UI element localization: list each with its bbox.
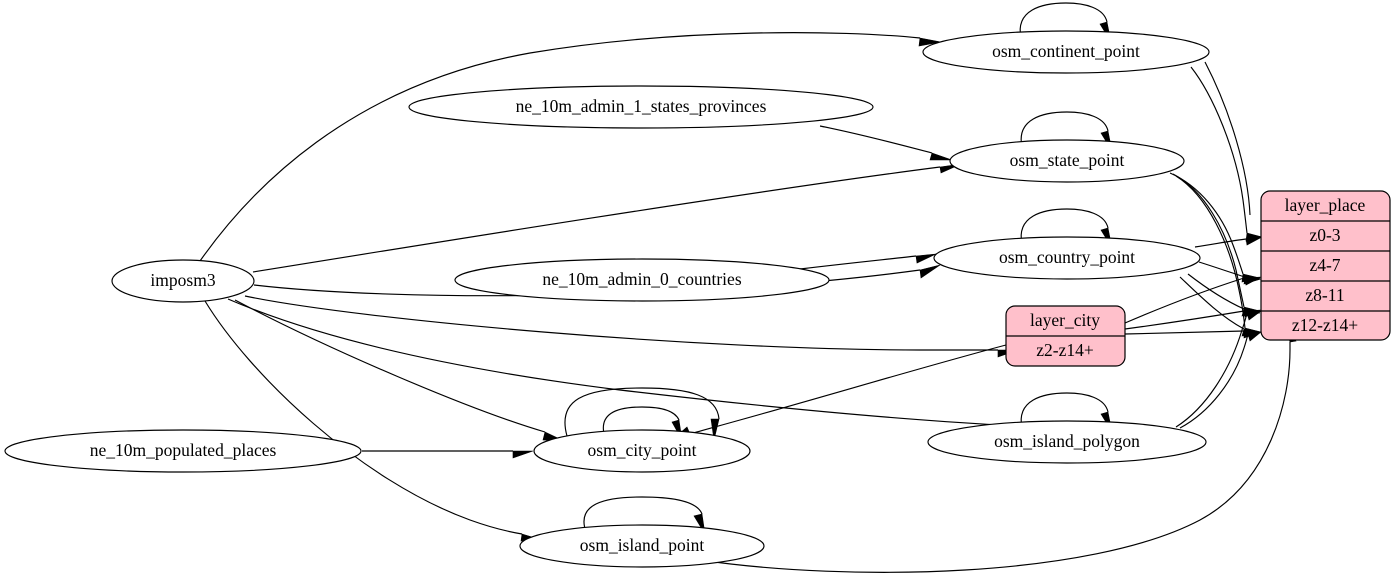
arrowhead-icon xyxy=(512,450,534,459)
edge-imposm3-to-osm_city_point xyxy=(234,299,546,433)
arrowhead-icon xyxy=(918,37,942,47)
node-imposm3[interactable]: imposm3 xyxy=(111,259,255,303)
arrowhead-icon xyxy=(1243,276,1262,286)
selfloop-osm_city_point-outer xyxy=(564,387,720,437)
edge-osm_country_point-to-layer_place-z0-3 xyxy=(1194,238,1247,248)
edge-imposm3-to-layer_city xyxy=(244,295,998,351)
layer_place-row-z0-3[interactable]: z0-3 xyxy=(1309,225,1340,245)
node-ne_10m_admin_1_states_provinces[interactable]: ne_10m_admin_1_states_provinces xyxy=(408,85,874,129)
node-layer: imposm3 ne_10m_admin_1_states_provinces … xyxy=(4,30,1210,568)
arrowhead-icon xyxy=(1245,236,1263,246)
arrowhead-icon xyxy=(1247,331,1263,342)
ne_10m_admin_0_countries-label: ne_10m_admin_0_countries xyxy=(542,269,741,289)
osm_state_point-ellipse[interactable] xyxy=(949,139,1185,183)
selfloop-osm_city_point-inner xyxy=(602,406,680,435)
osm_continent_point-ellipse[interactable] xyxy=(922,30,1210,74)
layer_place-box[interactable] xyxy=(1260,190,1391,341)
node-ne_10m_populated_places[interactable]: ne_10m_populated_places xyxy=(4,429,362,473)
osm_country_point-label: osm_country_point xyxy=(999,247,1135,267)
record-node-layer: layer_place z0-3 z4-7 z8-11 z12-z14+ lay… xyxy=(1005,190,1391,367)
osm_island_point-ellipse[interactable] xyxy=(519,524,765,568)
ne_10m_admin_0_countries-ellipse[interactable] xyxy=(454,258,830,302)
arrowhead-icon xyxy=(710,418,720,441)
arrowhead-icon xyxy=(919,264,941,279)
edge-layer_city-to-layer_place-z12-z14+ xyxy=(1124,330,1245,335)
selfloop-osm_island_polygon xyxy=(1020,392,1109,429)
osm_island_polygon-label: osm_island_polygon xyxy=(994,431,1140,451)
ne_10m_populated_places-ellipse[interactable] xyxy=(4,429,362,473)
edge-layer_city-to-osm_city_point xyxy=(689,344,1007,435)
arrowhead-icon xyxy=(1246,310,1262,321)
ne_10m_admin_1_states_provinces-label: ne_10m_admin_1_states_provinces xyxy=(516,96,767,116)
node-osm_city_point[interactable]: osm_city_point xyxy=(533,429,751,473)
arrowhead-icon xyxy=(929,152,953,161)
record-node-layer_city[interactable]: layer_city z2-z14+ xyxy=(1005,305,1126,367)
edge-osm_state_point-to-layer_place-z8-11 xyxy=(1172,173,1245,308)
osm_city_point-label: osm_city_point xyxy=(588,440,697,460)
layer_city-row-z2-z14plus[interactable]: z2-z14+ xyxy=(1036,340,1094,360)
selfloop-osm_island_point xyxy=(583,496,703,533)
layer_place-row-z12-z14plus[interactable]: z12-z14+ xyxy=(1292,315,1358,335)
edge-osm_island_polygon-to-layer_place-z8-11 xyxy=(1175,312,1248,428)
arrowhead-icon xyxy=(915,253,937,264)
edge-osm_country_point-to-layer_place-z4-7 xyxy=(1198,261,1246,278)
edge-osm_country_point-to-layer_place-z8-11 xyxy=(1187,273,1245,310)
osm_island_polygon-ellipse[interactable] xyxy=(927,420,1207,464)
edge-layer_city-to-layer_place-z8-11 xyxy=(1124,310,1245,330)
selfloop-osm_continent_point xyxy=(1019,2,1108,39)
edge-osm_continent_point-right-curve xyxy=(1204,61,1251,216)
osm_continent_point-label: osm_continent_point xyxy=(992,41,1140,61)
edge-layer xyxy=(199,2,1297,573)
imposm3-label: imposm3 xyxy=(150,270,215,290)
layer_city-title: layer_city xyxy=(1030,310,1100,330)
osm_state_point-label: osm_state_point xyxy=(1010,150,1125,170)
imposm3-ellipse[interactable] xyxy=(111,259,255,303)
node-osm_island_point[interactable]: osm_island_point xyxy=(519,524,765,568)
edge-layer_city-to-layer_place-z4-7 xyxy=(1124,277,1245,324)
edge-osm_state_point-to-layer_place-z12-z14+ xyxy=(1175,175,1246,329)
selfloop-osm_country_point xyxy=(1020,208,1109,245)
layer_place-row-z4-7[interactable]: z4-7 xyxy=(1309,255,1340,275)
osm_country_point-ellipse[interactable] xyxy=(933,236,1201,280)
node-osm_country_point[interactable]: osm_country_point xyxy=(933,236,1201,280)
node-osm_continent_point[interactable]: osm_continent_point xyxy=(922,30,1210,74)
ne_10m_populated_places-label: ne_10m_populated_places xyxy=(90,440,277,460)
ne_10m_admin_1_states_provinces-ellipse[interactable] xyxy=(408,85,874,129)
node-osm_island_polygon[interactable]: osm_island_polygon xyxy=(927,420,1207,464)
edge-ne_10m_admin_0_countries-to-osm_country_point xyxy=(799,255,917,270)
edge-osm_island_polygon-to-layer_place-z12-z14+ xyxy=(1179,333,1249,429)
edge-osm_continent_point-to-layer_place-z0-3 xyxy=(1190,66,1248,234)
node-osm_state_point[interactable]: osm_state_point xyxy=(949,139,1185,183)
record-node-layer_place[interactable]: layer_place z0-3 z4-7 z8-11 z12-z14+ xyxy=(1260,190,1391,341)
edge-osm_country_point-to-layer_place-z12-z14+ xyxy=(1179,276,1245,330)
node-ne_10m_admin_0_countries[interactable]: ne_10m_admin_0_countries xyxy=(454,258,830,302)
edge-imposm3-to-osm_state_point xyxy=(252,166,941,273)
edge-imposm3-to-osm_island_polygon xyxy=(227,298,1001,426)
osm_island_point-label: osm_island_point xyxy=(580,535,705,555)
edge-imposm3-to-osm_island_point xyxy=(204,300,523,535)
selfloop-osm_state_point xyxy=(1020,111,1109,148)
layer_place-title: layer_place xyxy=(1285,195,1366,215)
edge-ne_10m_admin_1_states_provinces-to-osm_state_point xyxy=(819,125,933,154)
layer_place-row-z8-11[interactable]: z8-11 xyxy=(1305,285,1344,305)
osm_city_point-ellipse[interactable] xyxy=(533,429,751,473)
edge-osm_island_point-to-layer_place-z12-z14+ xyxy=(699,342,1291,573)
edge-imposm3-to-osm_continent_point xyxy=(199,32,921,262)
